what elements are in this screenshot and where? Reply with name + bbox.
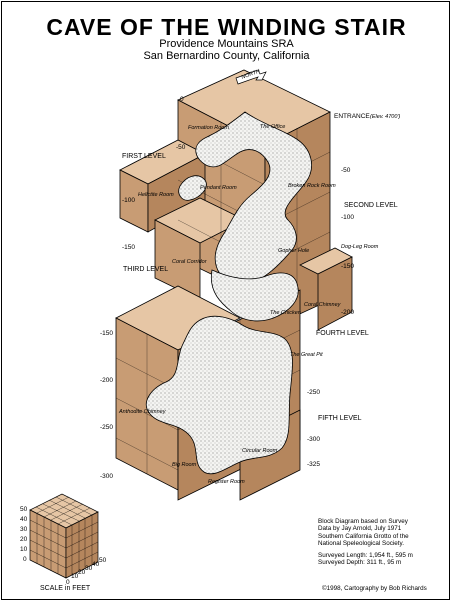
scale-h-50: 50 [99, 557, 107, 564]
scale-v-10: 10 [20, 546, 28, 553]
depth-right-325: -325 [307, 461, 320, 468]
room-anthodite-chimney: Anthodite Chimney [118, 409, 167, 415]
survey-notes: Block Diagram based on Survey Data by Ja… [318, 518, 409, 547]
scale-h-40: 40 [92, 561, 100, 568]
cave-passages [145, 111, 312, 475]
scale-label: SCALE in FEET [40, 585, 91, 592]
scale-horizontal-ticks: 0 10 20 30 40 50 [66, 557, 107, 586]
step-right-right [317, 256, 353, 331]
room-gopher-hole: Gopher Hole [278, 248, 309, 254]
level-third: THIRD LEVEL [123, 266, 168, 273]
scale-v-20: 20 [20, 536, 28, 543]
room-chicken: The Chicken [270, 310, 301, 316]
depth-right-50: -50 [341, 167, 351, 174]
scale-v-30: 30 [20, 526, 28, 533]
room-big: Big Room [172, 462, 197, 468]
depth-left-150-lower: -150 [100, 330, 113, 337]
scale-cube-right [65, 511, 99, 579]
survey-stats: Surveyed Length: 1,954 ft., 595 m Survey… [318, 552, 413, 567]
survey-note-line: National Speleological Society. [318, 539, 404, 547]
depth-left-50: -50 [176, 144, 186, 151]
scale-vertical-ticks: 50 40 30 20 10 0 [20, 506, 28, 563]
room-coral-corridor: Coral Corridor [172, 259, 208, 265]
upper-passage [195, 111, 312, 284]
middle-passage [210, 269, 299, 322]
map-subtitle-county: San Bernardino County, California [143, 50, 310, 62]
scale-h-0: 0 [66, 579, 70, 586]
scale-h-30: 30 [85, 565, 93, 572]
room-office: The Office [260, 124, 285, 130]
map-subtitle-location: Providence Mountains SRA [159, 38, 294, 50]
depth-right-200: -200 [341, 309, 354, 316]
room-pendant: Pendant Room [200, 185, 237, 191]
scale-h-20: 20 [78, 569, 86, 576]
depth-right-250: -250 [307, 389, 320, 396]
surveyed-depth: Surveyed Depth: 311 ft., 95 m [318, 559, 402, 567]
depth-right-300: -300 [307, 436, 320, 443]
level-fourth: FOURTH LEVEL [316, 330, 369, 337]
scale-cube [29, 493, 99, 579]
room-formation: Formation Room [188, 125, 229, 131]
room-helictite: Helictite Room [138, 192, 174, 198]
room-circular: Circular Room [242, 448, 278, 454]
depth-left-300: -300 [100, 473, 113, 480]
entrance-elevation: (Elev. 4700') [370, 114, 400, 120]
survey-note-line: Southern California Grotto of the [318, 532, 409, 540]
depth-right-150: -150 [341, 263, 354, 270]
scale-v-50: 50 [20, 506, 28, 513]
depth-right-100: -100 [341, 214, 354, 221]
level-first: FIRST LEVEL [122, 153, 166, 160]
helictite-passage [178, 175, 207, 201]
depth-left-0: 0 [180, 96, 184, 103]
survey-note-line: Data by Jay Arnold, July 1971 [318, 525, 402, 533]
copyright: ©1998, Cartography by Bob Richards [322, 585, 427, 592]
scale-v-0: 0 [23, 556, 27, 563]
room-great-pit: The Great Pit [290, 352, 323, 358]
scale-v-40: 40 [20, 516, 28, 523]
depth-left-150-upper: -150 [122, 244, 135, 251]
room-register: Register Room [208, 479, 245, 485]
level-fifth: FIFTH LEVEL [318, 415, 362, 422]
depth-left-100: -100 [122, 197, 135, 204]
room-dog-leg: Dog-Leg Room [341, 244, 379, 250]
depth-left-250: -250 [100, 424, 113, 431]
entrance-label: ENTRANCE [334, 113, 370, 120]
survey-note-line: Block Diagram based on Survey [318, 518, 408, 525]
map-title: CAVE OF THE WINDING STAIR [46, 14, 407, 40]
depth-left-200: -200 [100, 377, 113, 384]
scale-h-10: 10 [71, 573, 79, 580]
level-second: SECOND LEVEL [344, 202, 398, 209]
lower-passage [145, 315, 293, 475]
room-coral-chimney: Coral Chimney [304, 302, 342, 308]
room-broken-rock: Broken Rock Room [288, 183, 336, 189]
surveyed-length: Surveyed Length: 1,954 ft., 595 m [318, 552, 413, 559]
